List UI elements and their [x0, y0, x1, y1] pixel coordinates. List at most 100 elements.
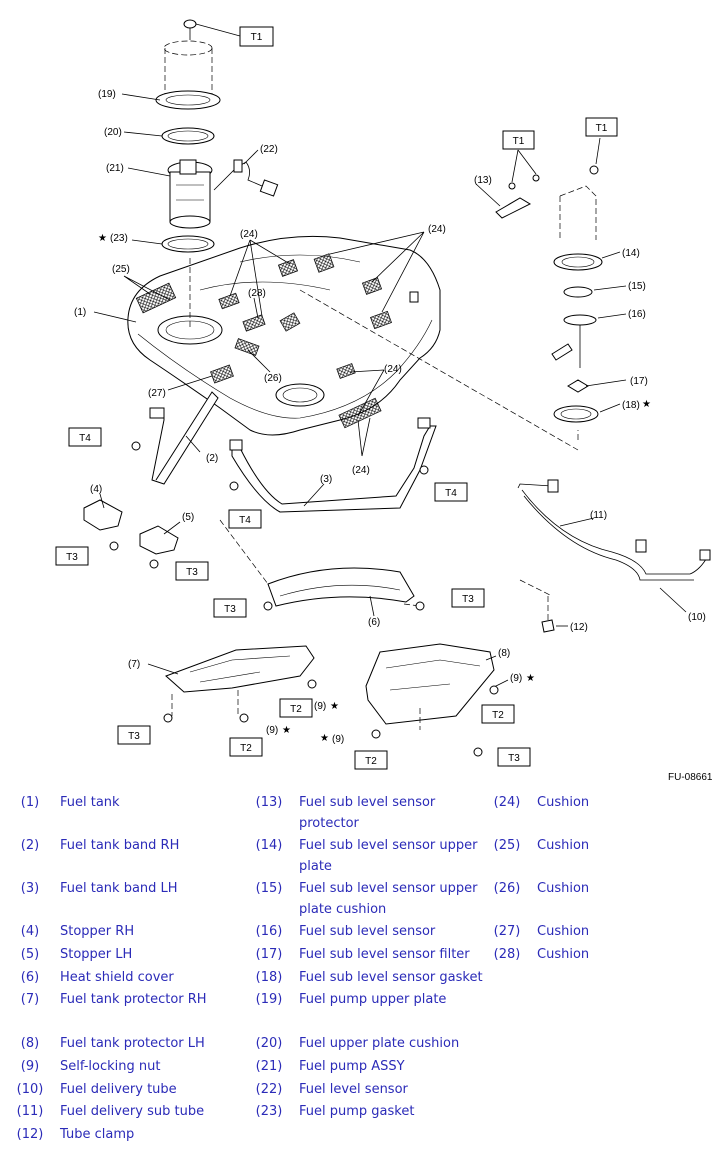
legend-item: (24) Cushion: [485, 792, 685, 813]
legend-name: Stopper RH: [60, 924, 135, 939]
callout-27: (27): [148, 388, 166, 399]
legend-item: (5) Stopper LH: [8, 944, 240, 965]
legend-name: Cushion: [537, 795, 590, 810]
torque-label-t4-center: T4: [228, 509, 262, 529]
callout-26: (26): [264, 373, 282, 384]
svg-text:T3: T3: [224, 604, 236, 615]
legend-name: Fuel tank protector LH: [60, 1036, 205, 1051]
svg-text:T2: T2: [365, 756, 377, 767]
legend-item: (17) Fuel sub level sensor filter: [247, 944, 485, 965]
fuel-pump-upper-plate: [155, 19, 221, 110]
callout-12: (12): [570, 622, 588, 633]
stopper-lh: [139, 525, 179, 555]
legend-number: (19): [255, 992, 283, 1007]
legend-item: (10) Fuel delivery tube: [8, 1079, 240, 1100]
legend-number: (15): [255, 881, 283, 896]
callout-star-23: ★: [98, 233, 107, 244]
torque-label-t3-b: T3: [175, 561, 209, 581]
legend-item: (23) Fuel pump gasket: [247, 1101, 485, 1122]
legend-item: (27) Cushion: [485, 921, 685, 942]
fuel-level-sensor: [213, 159, 279, 197]
legend-number: (2): [20, 838, 40, 853]
legend-number: (12): [16, 1127, 44, 1142]
parts-legend: (1) Fuel tank (2) Fuel tank band RH (3) …: [0, 790, 723, 1151]
legend-item: (8) Fuel tank protector LH: [8, 1033, 240, 1054]
torque-label-t3-d: T3: [213, 598, 247, 618]
legend-item: (28) Cushion: [485, 944, 685, 965]
legend-name: Fuel tank: [60, 795, 120, 810]
legend-item: (9) Self-locking nut: [8, 1056, 240, 1077]
legend-number: (14): [255, 838, 283, 853]
legend-name: Cushion: [537, 947, 590, 962]
legend-name: Stopper LH: [60, 947, 133, 962]
legend-number: (27): [493, 924, 521, 939]
torque-label-t3-a: T3: [55, 546, 89, 566]
callout-9-c: (9): [266, 725, 278, 736]
fuel-tank-protector-lh: [365, 643, 495, 725]
legend-item: (2) Fuel tank band RH: [8, 835, 240, 856]
legend-name: Fuel sub level sensor protector: [299, 795, 436, 831]
legend-item: (11) Fuel delivery sub tube: [8, 1101, 240, 1122]
legend-item: (25) Cushion: [485, 835, 685, 856]
callout-18: (18): [622, 400, 640, 411]
legend-number: (6): [20, 970, 40, 985]
figure-code: FU-08661: [668, 772, 713, 783]
legend-name: Fuel delivery tube: [60, 1082, 177, 1097]
legend-name: Fuel tank band RH: [60, 838, 180, 853]
legend-item: (14) Fuel sub level sensor upper plate: [247, 835, 485, 877]
fuel-tank-band-lh: [229, 417, 437, 513]
svg-text:T3: T3: [128, 731, 140, 742]
legend-name: Fuel tank protector RH: [60, 992, 207, 1007]
legend-item: (21) Fuel pump ASSY: [247, 1056, 485, 1077]
callout-6: (6): [368, 617, 380, 628]
legend-number: (13): [255, 795, 283, 810]
callout-3: (3): [320, 474, 332, 485]
legend-name: Fuel upper plate cushion: [299, 1036, 460, 1051]
legend-name: Heat shield cover: [60, 970, 174, 985]
legend-number: (10): [16, 1082, 44, 1097]
svg-text:T3: T3: [66, 552, 78, 563]
legend-item: (13) Fuel sub level sensor protector: [247, 792, 485, 834]
svg-text:T2: T2: [240, 743, 252, 754]
legend-number: (8): [20, 1036, 40, 1051]
legend-name: Tube clamp: [60, 1127, 135, 1142]
svg-text:T3: T3: [508, 753, 520, 764]
svg-text:T3: T3: [186, 567, 198, 578]
callout-9-a-star: ★: [526, 673, 535, 684]
stopper-rh: [83, 499, 123, 531]
torque-label-t4-right: T4: [434, 482, 468, 502]
legend-item: (26) Cushion: [485, 878, 685, 899]
legend-name: Fuel delivery sub tube: [60, 1104, 205, 1119]
legend-number: (25): [493, 838, 521, 853]
torque-label-t4-left: T4: [68, 427, 102, 447]
legend-number: (26): [493, 881, 521, 896]
torque-label-t3-c: T3: [451, 588, 485, 608]
legend-number: (22): [255, 1082, 283, 1097]
callout-24-b: (24): [428, 224, 446, 235]
legend-item: (6) Heat shield cover: [8, 967, 240, 988]
callout-8: (8): [498, 648, 510, 659]
callout-9-d-star: ★: [320, 733, 329, 744]
legend-name: Fuel sub level sensor upper plate: [299, 838, 478, 874]
legend-number: (28): [493, 947, 521, 962]
callout-5: (5): [182, 512, 194, 523]
fasteners: [109, 441, 499, 757]
torque-label-t2-b: T2: [481, 704, 515, 724]
legend-item: (12) Tube clamp: [8, 1124, 240, 1145]
fuel-pump-gasket: [161, 235, 215, 253]
torque-label-t2-d: T2: [354, 750, 388, 770]
legend-number: (3): [20, 881, 40, 896]
svg-text:T2: T2: [290, 704, 302, 715]
fuel-sub-level-sensor-parts: [495, 165, 603, 423]
legend-item: (18) Fuel sub level sensor gasket: [247, 967, 485, 988]
legend-name: Fuel pump upper plate: [299, 992, 447, 1007]
fuel-delivery-tubes: [517, 479, 711, 633]
legend-item: (16) Fuel sub level sensor: [247, 921, 485, 942]
callout-22: (22): [260, 144, 278, 155]
svg-text:T1: T1: [251, 32, 263, 43]
legend-name: Fuel pump ASSY: [299, 1059, 405, 1074]
legend-item: (1) Fuel tank: [8, 792, 240, 813]
legend-name: Fuel sub level sensor filter: [299, 947, 470, 962]
legend-item: (15) Fuel sub level sensor upper plate c…: [247, 878, 485, 920]
legend-number: (21): [255, 1059, 283, 1074]
